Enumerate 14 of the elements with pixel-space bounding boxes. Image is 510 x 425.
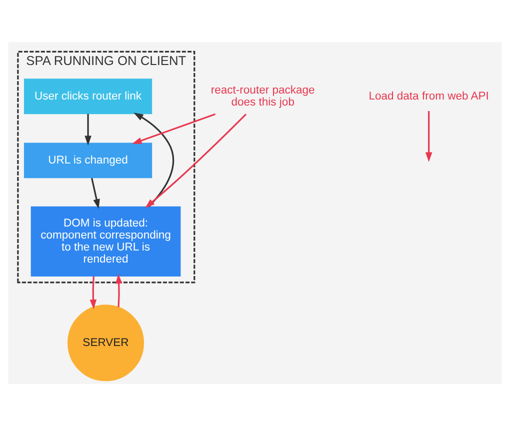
node-circle: SERVER (67, 304, 144, 381)
arrow (145, 113, 247, 208)
node-box: DOM is updated: component corresponding to the new URL is rendered (30, 206, 181, 276)
node-text: Load data from web API (368, 90, 489, 102)
node-text: react-router package does this job (210, 84, 315, 108)
node-box: URL is changed (24, 142, 152, 178)
node-box: User clicks router link (24, 78, 152, 114)
arrow (134, 112, 174, 207)
arrow (425, 110, 432, 162)
arrow (84, 113, 92, 145)
arrow (91, 177, 100, 208)
arrow (116, 273, 122, 307)
arrow (90, 276, 97, 309)
arrow (132, 112, 216, 144)
